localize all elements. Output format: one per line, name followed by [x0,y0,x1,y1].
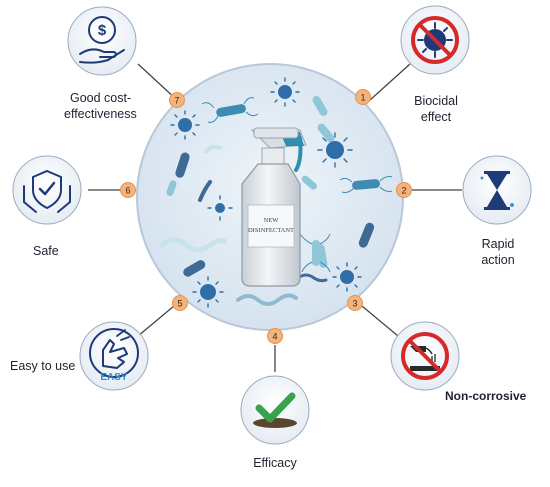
easy-badge-text: EASY [100,372,128,383]
badge-5: 5 [172,295,188,311]
label-rapid-action: Rapid action [470,236,526,268]
label-non-corrosive: Non-corrosive [445,389,527,403]
easy-hand-icon [79,321,149,391]
shield-hands-icon [12,155,82,225]
badge-4: 4 [267,328,283,344]
svg-text:6: 6 [125,186,130,196]
svg-text:1: 1 [360,93,365,103]
label-easy-to-use: Easy to use [10,359,76,373]
label-cost-line1: Good cost- [70,91,132,105]
label-rapid-line2: action [481,253,515,267]
badge-6: 6 [120,182,136,198]
svg-text:4: 4 [272,332,277,342]
svg-text:3: 3 [352,299,357,309]
label-rapid-line1: Rapid [481,237,515,251]
svg-text:$: $ [98,22,107,39]
dollar-hand-icon: $ [67,6,137,76]
label-biocidal-line2: effect [420,110,452,124]
spray-bottle [241,127,307,287]
label-efficacy: Efficacy [253,456,297,470]
bottle-label-line2: DISINFECTANT [248,227,294,234]
hourglass-icon [462,155,532,225]
badge-7: 7 [169,92,185,108]
svg-text:2: 2 [401,186,406,196]
label-biocidal-line1: Biocidal [414,94,458,108]
label-safe: Safe [33,244,59,258]
badge-2: 2 [396,182,412,198]
label-biocidal-effect: Biocidal effect [400,93,472,125]
label-cost-line2: effectiveness [64,107,137,121]
svg-text:7: 7 [174,96,179,106]
no-virus-icon [400,5,470,75]
badge-3: 3 [347,295,363,311]
svg-text:5: 5 [177,299,182,309]
bottle-label-line1: NEW [264,217,280,224]
number-badges: 1 2 3 4 5 6 7 [120,89,412,344]
checkmark-icon [240,375,310,445]
no-corrosion-icon [390,321,460,391]
microbes-illustration [159,77,393,308]
label-good-cost-effectiveness: Good cost- effectiveness [64,90,137,122]
badge-1: 1 [355,89,371,105]
